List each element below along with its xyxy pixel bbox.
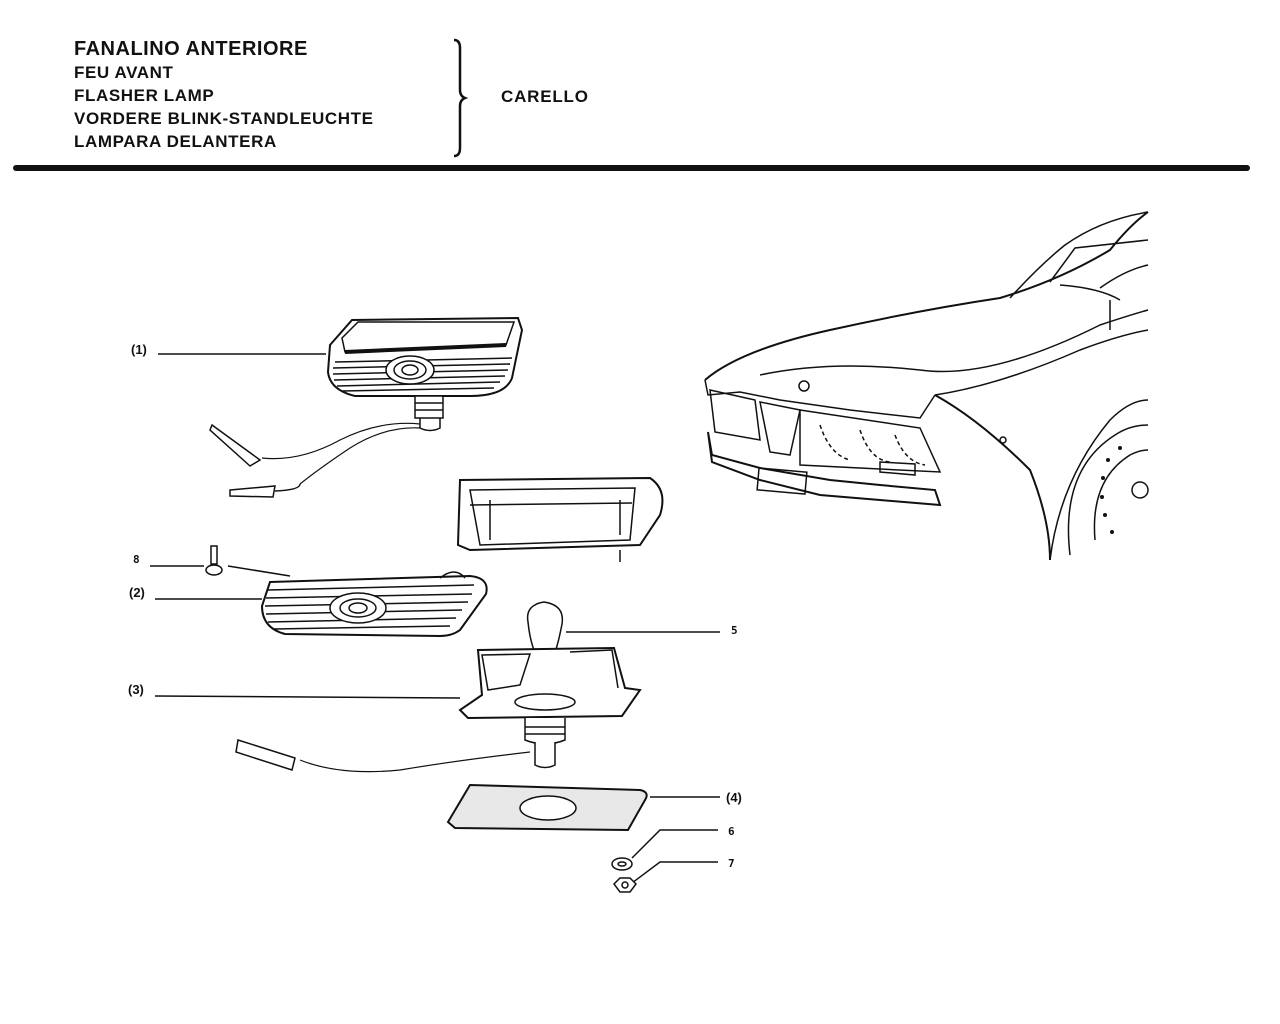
callout-8: 8 — [133, 553, 140, 566]
part-8-screw — [205, 545, 291, 577]
car-front-illustration — [704, 211, 1149, 561]
part-3-body — [235, 646, 642, 773]
header-rule — [13, 165, 1250, 171]
title-english: FLASHER LAMP — [74, 86, 215, 105]
leader-3 — [154, 695, 461, 699]
part-7-nut — [613, 877, 637, 893]
leader-7 — [631, 861, 718, 884]
supplier-name: CARELLO — [501, 87, 589, 106]
title-block: FANALINO ANTERIORE FEU AVANT FLASHER LAM… — [74, 38, 374, 153]
brace-bracket — [453, 38, 468, 158]
part-4-gasket — [446, 783, 648, 832]
callout-3: (3) — [128, 682, 144, 697]
callout-6: 6 — [728, 825, 735, 838]
callout-2: (2) — [129, 585, 145, 600]
part-1-lamp-assembly — [209, 316, 524, 498]
callout-5: 5 — [731, 624, 738, 637]
part-2-lens — [260, 571, 488, 638]
title-spanish: LAMPARA DELANTERA — [74, 132, 277, 151]
title-italian: FANALINO ANTERIORE — [74, 38, 308, 60]
part-6-washer — [611, 857, 633, 871]
title-german: VORDERE BLINK-STANDLEUCHTE — [74, 109, 374, 128]
leader-6 — [631, 829, 718, 859]
callout-7: 7 — [728, 857, 735, 870]
lens-cover — [456, 476, 664, 562]
title-french: FEU AVANT — [74, 63, 174, 82]
callout-1: (1) — [131, 342, 147, 357]
callout-4: (4) — [726, 790, 742, 805]
